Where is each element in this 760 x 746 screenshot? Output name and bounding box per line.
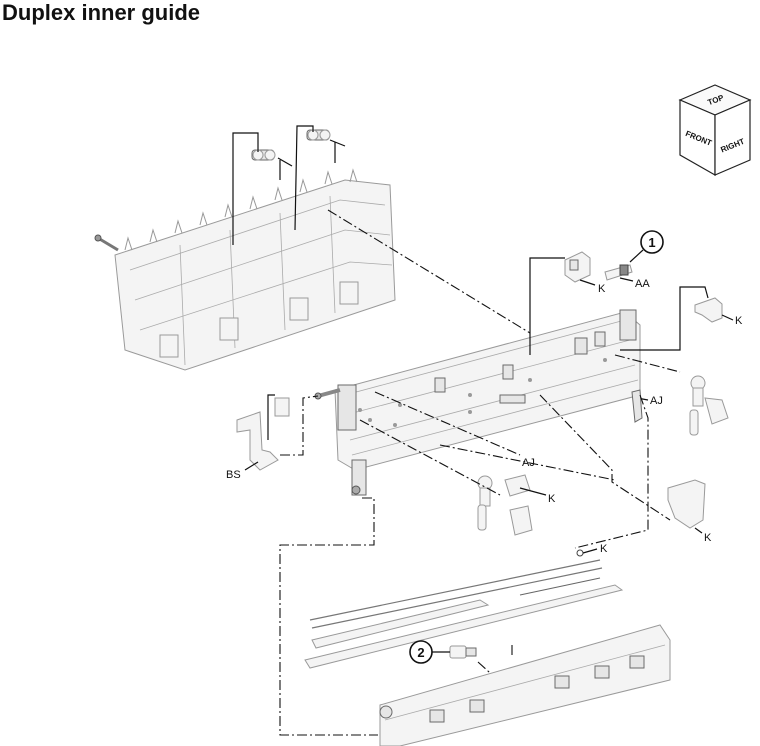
label-k-middle: K <box>548 493 556 505</box>
callout-2-number: 2 <box>417 645 424 660</box>
duplex-inner-guide <box>334 309 641 471</box>
screw-icon <box>94 234 119 252</box>
orientation-cube: TOP FRONT RIGHT <box>678 84 752 177</box>
label-bs: BS <box>226 469 241 481</box>
right-lower-bracket <box>667 479 706 529</box>
label-aj-upper: AJ <box>650 395 663 407</box>
label-k-callout1: K <box>598 283 606 295</box>
callout-1-circle <box>640 230 664 254</box>
callout-1-number: 1 <box>648 235 655 250</box>
lower-guide-bar <box>304 584 624 669</box>
middle-actuator <box>477 474 533 536</box>
label-k-right-lower: K <box>704 532 712 544</box>
guide-rods <box>309 549 603 629</box>
callout-2-circle <box>409 640 433 664</box>
roller-right <box>306 129 331 141</box>
sensor-bracket-callout-1 <box>564 251 633 283</box>
sensor-callout-2 <box>449 645 477 659</box>
duplex-lower-frame <box>379 624 671 746</box>
upper-guide-frame <box>114 168 396 371</box>
page-title: Duplex inner guide <box>2 0 201 25</box>
left-pivot-bracket <box>351 459 367 496</box>
right-actuator <box>689 375 729 436</box>
label-k-rod: K <box>600 543 608 555</box>
label-k-right-upper: K <box>735 315 743 327</box>
roller-left <box>251 149 276 161</box>
right-upper-bracket <box>694 297 723 323</box>
label-aa: AA <box>635 278 650 290</box>
bs-bracket <box>236 397 290 471</box>
